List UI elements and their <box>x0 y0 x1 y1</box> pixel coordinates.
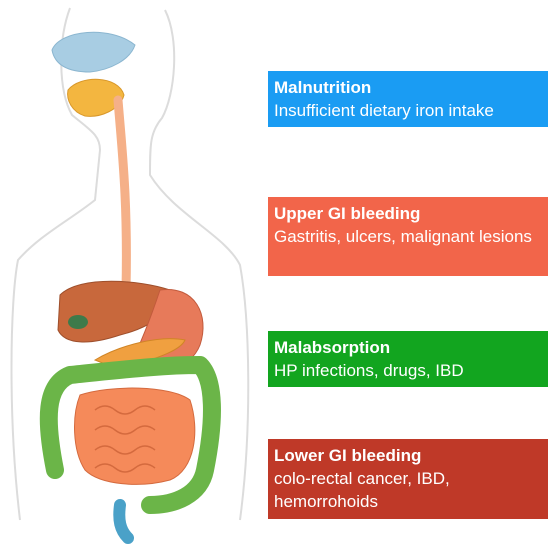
mouth-tongue <box>67 78 125 117</box>
cause-description-malabsorption: HP infections, drugs, IBD <box>274 361 464 380</box>
esophagus <box>113 95 131 295</box>
rectum <box>113 499 134 544</box>
cause-description-malnutrition: Insufficient dietary iron intake <box>274 101 494 120</box>
cause-description-upper-gi-bleeding: Gastritis, ulcers, malignant lesions <box>274 227 532 246</box>
cause-box-malnutrition: Malnutrition Insufficient dietary iron i… <box>268 71 548 127</box>
large-intestine <box>39 356 221 514</box>
gallbladder <box>68 315 88 329</box>
body-outline <box>10 7 102 521</box>
cause-title-upper-gi-bleeding: Upper GI bleeding <box>274 204 421 223</box>
small-intestine <box>74 387 196 485</box>
cause-box-upper-gi-bleeding: Upper GI bleeding Gastritis, ulcers, mal… <box>268 197 548 276</box>
cause-description-lower-gi-bleeding: colo-rectal cancer, IBD, hemorrohoids <box>274 469 450 511</box>
cause-title-malnutrition: Malnutrition <box>274 78 372 97</box>
cause-title-malabsorption: Malabsorption <box>274 338 391 357</box>
cause-title-lower-gi-bleeding: Lower GI bleeding <box>274 446 422 465</box>
cause-box-malabsorption: Malabsorption HP infections, drugs, IBD <box>268 331 548 387</box>
body-outline-right <box>148 9 250 521</box>
cause-box-lower-gi-bleeding: Lower GI bleeding colo-rectal cancer, IB… <box>268 439 548 519</box>
nasal-cavity <box>51 31 136 73</box>
digestive-system-illustration <box>10 7 250 544</box>
small-intestine-folds <box>94 405 156 473</box>
